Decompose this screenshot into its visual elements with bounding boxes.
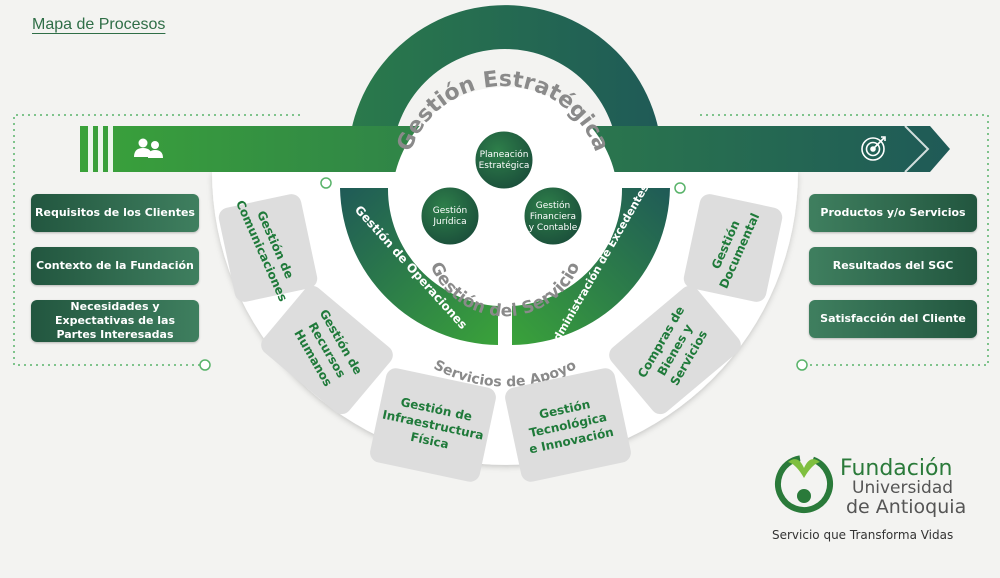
logo-line-antioquia: de Antioquia bbox=[846, 496, 967, 518]
financiera-line3: y Contable bbox=[529, 223, 578, 233]
juridica-line2: Jurídica bbox=[432, 217, 466, 227]
page-title: Mapa de Procesos bbox=[32, 16, 166, 33]
input-contexto-fundacion[interactable]: Contexto de la Fundación bbox=[31, 247, 199, 285]
output-productos-servicios[interactable]: Productos y/o Servicios bbox=[809, 194, 977, 232]
input-necesidades-expectativas[interactable]: Necesidades y Expectativas de las Partes… bbox=[31, 300, 199, 342]
support-tecnologica[interactable]: Gestión Tecnológica e Innovación bbox=[503, 366, 633, 483]
operaciones-band bbox=[340, 188, 498, 345]
input-requisitos-clientes[interactable]: Requisitos de los Clientes bbox=[31, 194, 199, 232]
strategic-disc bbox=[392, 87, 618, 313]
planeacion-line2: Estratégica bbox=[479, 160, 530, 171]
arrow-chevron bbox=[904, 125, 930, 173]
logo-line-fundacion: Fundación bbox=[840, 456, 953, 481]
fundacion-logo-mark bbox=[775, 455, 833, 513]
financiera-line1: Gestión bbox=[536, 200, 570, 211]
output-resultados-sgc[interactable]: Resultados del SGC bbox=[809, 247, 977, 285]
output-satisfaccion-cliente[interactable]: Satisfacción del Cliente bbox=[809, 300, 977, 338]
deco-dot-left bbox=[320, 177, 332, 189]
process-planeacion[interactable]: Planeación Estratégica bbox=[472, 128, 536, 192]
dotted-connectors bbox=[13, 114, 989, 366]
deco-dot-right bbox=[674, 182, 686, 194]
juridica-line1: Gestión bbox=[433, 205, 467, 216]
logo-slogan: Servicio que Transforma Vidas bbox=[772, 528, 954, 542]
process-financiera[interactable]: Gestión Financiera y Contable bbox=[521, 184, 585, 248]
target-icon bbox=[861, 136, 886, 161]
support-documental[interactable]: Gestión Documental bbox=[682, 192, 784, 303]
right-connector-dot bbox=[796, 359, 808, 371]
process-juridica[interactable]: Gestión Jurídica bbox=[418, 184, 482, 248]
strategic-arch bbox=[348, 5, 662, 162]
planeacion-line1: Planeación bbox=[480, 149, 529, 160]
logo-line-universidad: Universidad bbox=[852, 478, 954, 498]
support-comunicaciones[interactable]: Gestión de Comunicaciones bbox=[215, 184, 321, 312]
support-infraestructura[interactable]: Gestión de Infraestructura Física bbox=[368, 366, 498, 483]
excedentes-band bbox=[512, 188, 670, 345]
arrow-stripes bbox=[88, 126, 113, 172]
financiera-line2: Financiera bbox=[530, 212, 576, 222]
left-connector-dot bbox=[199, 359, 211, 371]
users-icon bbox=[134, 138, 163, 158]
